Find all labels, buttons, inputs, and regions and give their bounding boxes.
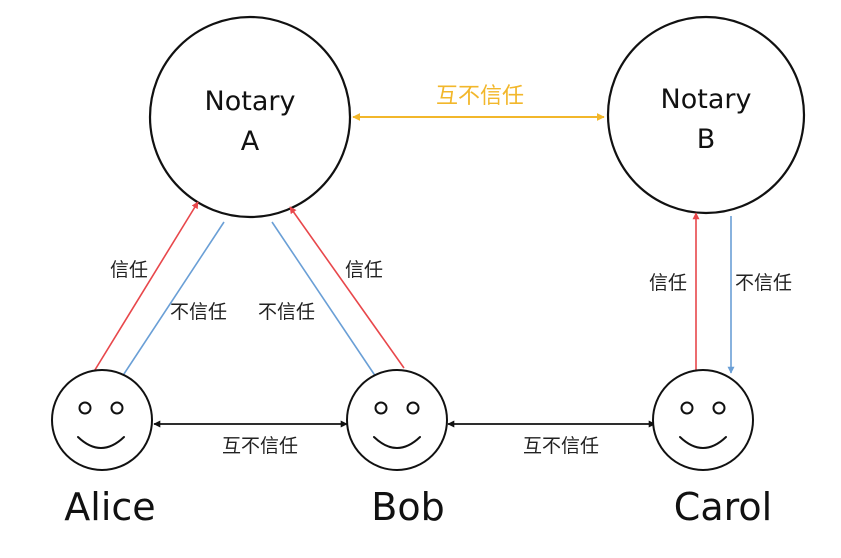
edge-carol-trusts-b: 信任	[649, 212, 700, 370]
edge-notary-mutual: 互不信任	[352, 84, 605, 121]
edge-a-distrusts-alice: 不信任	[119, 221, 227, 381]
notary-b-label-line1: Notary	[661, 84, 752, 115]
bob-node: Bob	[346, 369, 448, 529]
alice-trusts-a-label: 信任	[110, 259, 148, 281]
edge-bob-trusts-a: 信任	[289, 206, 405, 369]
alice-bob-mutual-label: 互不信任	[222, 435, 298, 457]
alice-label: Alice	[64, 485, 155, 529]
notary-a-circle	[148, 15, 352, 219]
bob-label: Bob	[371, 485, 444, 529]
carol-smiley-icon	[652, 369, 754, 471]
edge-bob-carol-mutual: 互不信任	[447, 420, 656, 457]
a-distrusts-bob-label: 不信任	[258, 301, 315, 323]
notary-b-node: Notary B	[606, 15, 806, 215]
bob-smiley-icon	[346, 369, 448, 471]
bob-trusts-a-arrow	[289, 206, 405, 369]
carol-trusts-b-label: 信任	[649, 272, 687, 294]
carol-node: Carol	[652, 369, 772, 529]
notary-b-circle	[606, 15, 806, 215]
b-distrusts-carol-label: 不信任	[735, 272, 792, 294]
notary-b-label-line2: B	[697, 124, 716, 155]
edge-b-distrusts-carol: 不信任	[727, 216, 792, 374]
a-distrusts-alice-arrow	[119, 221, 225, 381]
a-distrusts-alice-label: 不信任	[170, 301, 227, 323]
notary-a-node: Notary A	[148, 15, 352, 219]
notary-a-label-line2: A	[241, 126, 260, 157]
edge-alice-trusts-a: 信任	[89, 201, 199, 379]
alice-node: Alice	[51, 369, 156, 529]
edge-alice-bob-mutual: 互不信任	[153, 420, 348, 457]
alice-trusts-a-arrow	[89, 201, 199, 379]
notary-mutual-label: 互不信任	[436, 84, 524, 109]
a-distrusts-bob-arrow	[271, 221, 379, 381]
alice-smiley-icon	[51, 369, 153, 471]
edge-a-distrusts-bob: 不信任	[258, 221, 379, 381]
carol-label: Carol	[674, 485, 772, 529]
bob-carol-mutual-label: 互不信任	[523, 435, 599, 457]
notary-a-label-line1: Notary	[205, 86, 296, 117]
bob-trusts-a-label: 信任	[345, 259, 383, 281]
